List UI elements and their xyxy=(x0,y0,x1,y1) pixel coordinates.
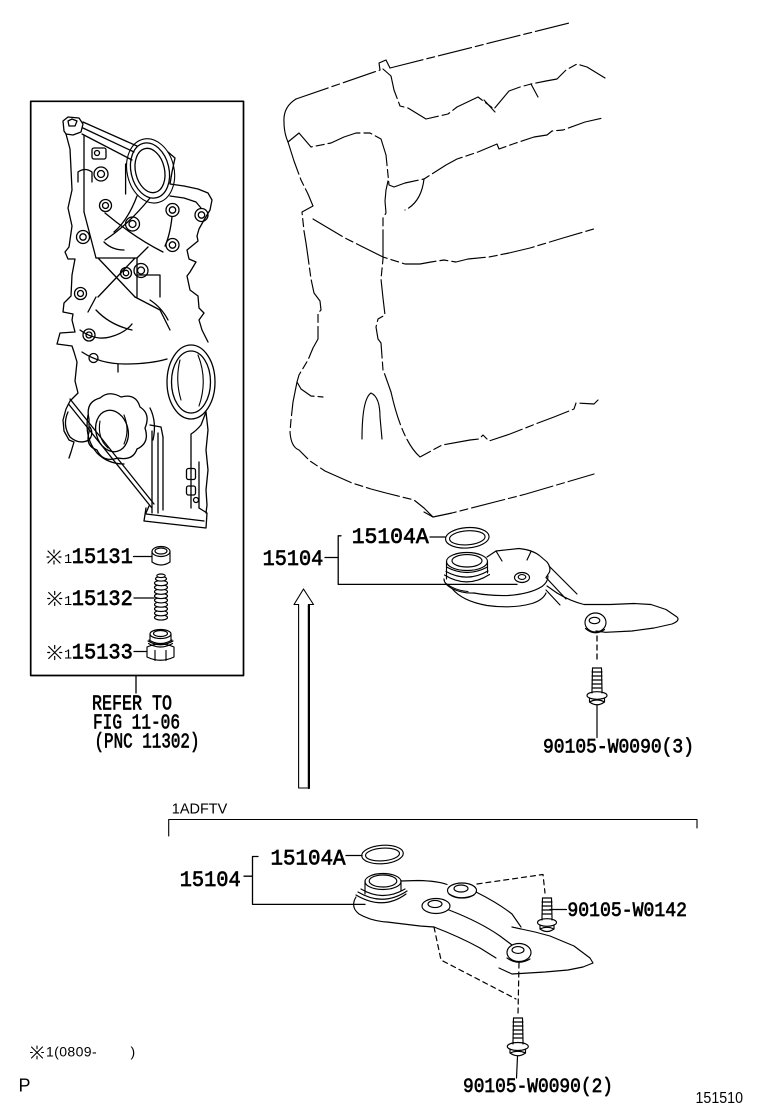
svg-text:151510: 151510 xyxy=(696,1090,744,1107)
svg-text:FIG 11-06: FIG 11-06 xyxy=(93,713,180,736)
svg-text:15104A: 15104A xyxy=(352,525,430,550)
svg-text:1(0809-: 1(0809- xyxy=(46,1044,97,1060)
svg-text:15132: 15132 xyxy=(72,587,133,612)
svg-text:P: P xyxy=(19,1076,31,1096)
svg-text:): ) xyxy=(131,1044,136,1060)
svg-text:15133: 15133 xyxy=(72,641,133,666)
svg-text:15131: 15131 xyxy=(72,545,133,570)
svg-text:15104A: 15104A xyxy=(271,846,347,871)
svg-text:15104: 15104 xyxy=(180,868,241,893)
svg-text:REFER TO: REFER TO xyxy=(92,694,172,717)
svg-text:1: 1 xyxy=(64,553,72,568)
svg-text:1: 1 xyxy=(64,649,72,664)
svg-text:1: 1 xyxy=(64,595,72,610)
svg-text:(PNC 11302): (PNC 11302) xyxy=(95,732,200,755)
svg-text:15104: 15104 xyxy=(263,547,324,572)
svg-text:90105-W0090(3): 90105-W0090(3) xyxy=(543,737,694,760)
svg-text:90105-W0090(2): 90105-W0090(2) xyxy=(463,1076,613,1099)
svg-text:1ADFTV: 1ADFTV xyxy=(172,802,228,818)
svg-text:90105-W0142: 90105-W0142 xyxy=(567,900,687,923)
